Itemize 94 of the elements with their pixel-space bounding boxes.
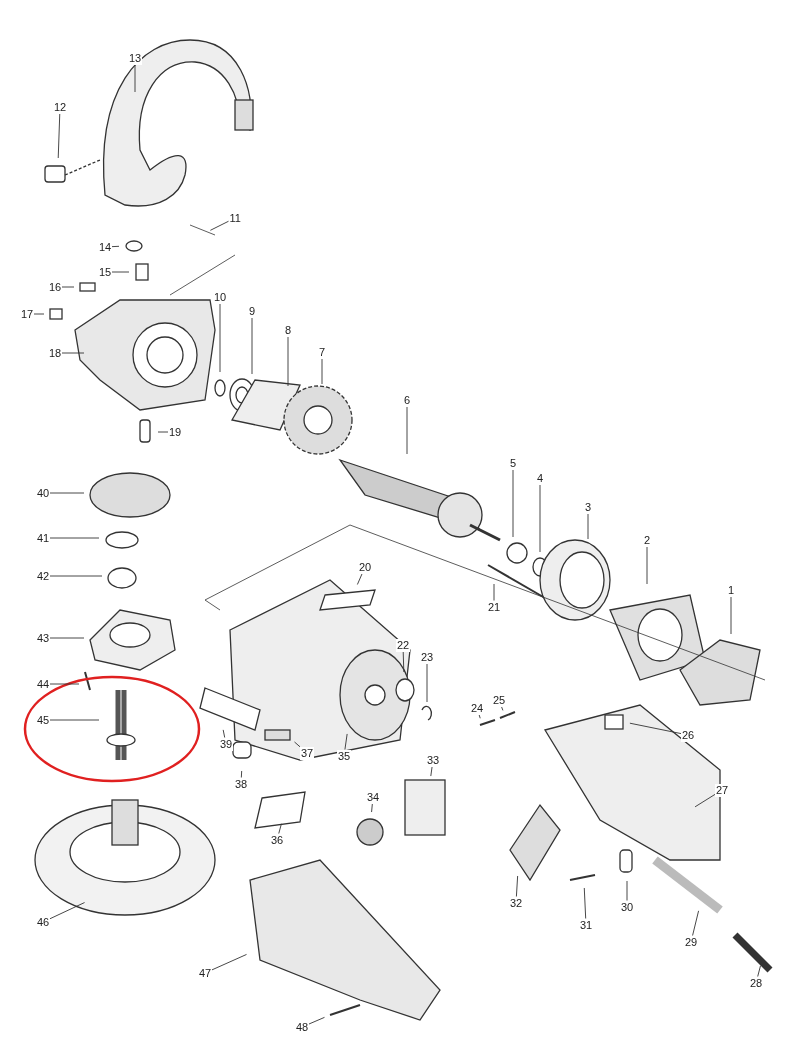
leader-line <box>111 271 130 273</box>
callout-number: 33 <box>426 753 441 767</box>
callout-number: 15 <box>98 265 113 279</box>
leader-line <box>157 431 169 433</box>
callout-number: 6 <box>403 393 412 407</box>
callout-number: 25 <box>492 693 507 707</box>
callout-number: 44 <box>36 677 51 691</box>
callout-number: 18 <box>48 346 63 360</box>
leader-line <box>49 902 85 920</box>
leader-line <box>278 823 282 834</box>
leader-line <box>219 303 221 373</box>
callout-number: 36 <box>270 833 285 847</box>
callout-number: 48 <box>295 1020 310 1034</box>
callout-number: 28 <box>749 976 764 990</box>
callout-number: 7 <box>318 345 327 359</box>
callout-number: 31 <box>579 918 594 932</box>
leader-line <box>356 573 363 585</box>
callout-number: 16 <box>48 280 63 294</box>
leader-line <box>730 596 732 635</box>
callout-number: 23 <box>420 650 435 664</box>
leader-line <box>321 358 323 385</box>
leader-line <box>646 546 648 585</box>
leader-line <box>587 513 589 540</box>
callout-number: 46 <box>36 915 51 929</box>
leader-line <box>49 575 103 577</box>
leader-line <box>49 492 85 494</box>
leader-line <box>512 469 514 538</box>
leader-line <box>402 651 405 673</box>
callout-number: 1 <box>727 583 736 597</box>
callout-number: 47 <box>198 966 213 980</box>
callout-number: 30 <box>620 900 635 914</box>
callout-number: 17 <box>20 307 35 321</box>
callout-number: 14 <box>98 240 113 254</box>
leader-line <box>251 317 253 375</box>
leader-line <box>49 637 85 639</box>
leader-line <box>308 1016 325 1025</box>
leader-line <box>430 766 433 777</box>
leader-line <box>515 875 519 897</box>
callout-number: 43 <box>36 631 51 645</box>
callout-number: 24 <box>470 701 485 715</box>
callout-number: 4 <box>536 471 545 485</box>
leader-line <box>211 954 247 971</box>
callout-number: 29 <box>684 935 699 949</box>
leader-line <box>692 910 700 936</box>
callout-number: 10 <box>213 290 228 304</box>
callout-number: 45 <box>36 713 51 727</box>
leader-line <box>49 537 100 539</box>
callout-number: 19 <box>168 425 183 439</box>
leader-line <box>240 770 243 778</box>
leader-line <box>583 887 587 919</box>
callout-number: 3 <box>584 500 593 514</box>
callout-number: 40 <box>36 486 51 500</box>
leader-line <box>501 706 504 711</box>
callout-number: 8 <box>284 323 293 337</box>
leader-line <box>61 286 75 288</box>
leader-line <box>33 313 45 315</box>
callout-number: 21 <box>487 600 502 614</box>
leader-line <box>61 352 85 354</box>
leader-line <box>629 722 682 735</box>
leader-line <box>111 245 120 248</box>
leader-line <box>426 663 428 703</box>
leader-line <box>49 719 100 721</box>
leader-line <box>757 965 761 977</box>
leader-line <box>694 793 716 808</box>
leader-line <box>209 220 229 231</box>
callout-number: 13 <box>128 51 143 65</box>
callout-number: 11 <box>228 211 242 225</box>
leader-line <box>57 113 61 159</box>
callout-number: 20 <box>358 560 373 574</box>
callout-number: 38 <box>234 777 249 791</box>
callout-number: 42 <box>36 569 51 583</box>
callout-number: 9 <box>248 304 257 318</box>
callout-number: 12 <box>53 100 68 114</box>
callout-number: 2 <box>643 533 652 547</box>
callout-number: 32 <box>509 896 524 910</box>
callout-number: 27 <box>715 783 730 797</box>
callout-number: 34 <box>366 790 381 804</box>
leader-line <box>539 484 541 553</box>
callout-number: 41 <box>36 531 51 545</box>
leader-line <box>371 803 373 813</box>
leader-line <box>287 336 289 387</box>
leader-line <box>222 729 226 738</box>
callout-number: 26 <box>681 728 696 742</box>
leader-line <box>134 64 136 93</box>
callout-number: 22 <box>396 638 411 652</box>
leader-line <box>626 880 628 901</box>
leader-line <box>478 714 481 719</box>
callout-number: 5 <box>509 456 518 470</box>
leader-line <box>294 741 301 748</box>
callout-number: 39 <box>219 737 234 751</box>
leader-line <box>406 406 408 455</box>
leader-line <box>493 583 495 601</box>
leader-line <box>49 683 80 685</box>
leader-line <box>344 733 348 750</box>
